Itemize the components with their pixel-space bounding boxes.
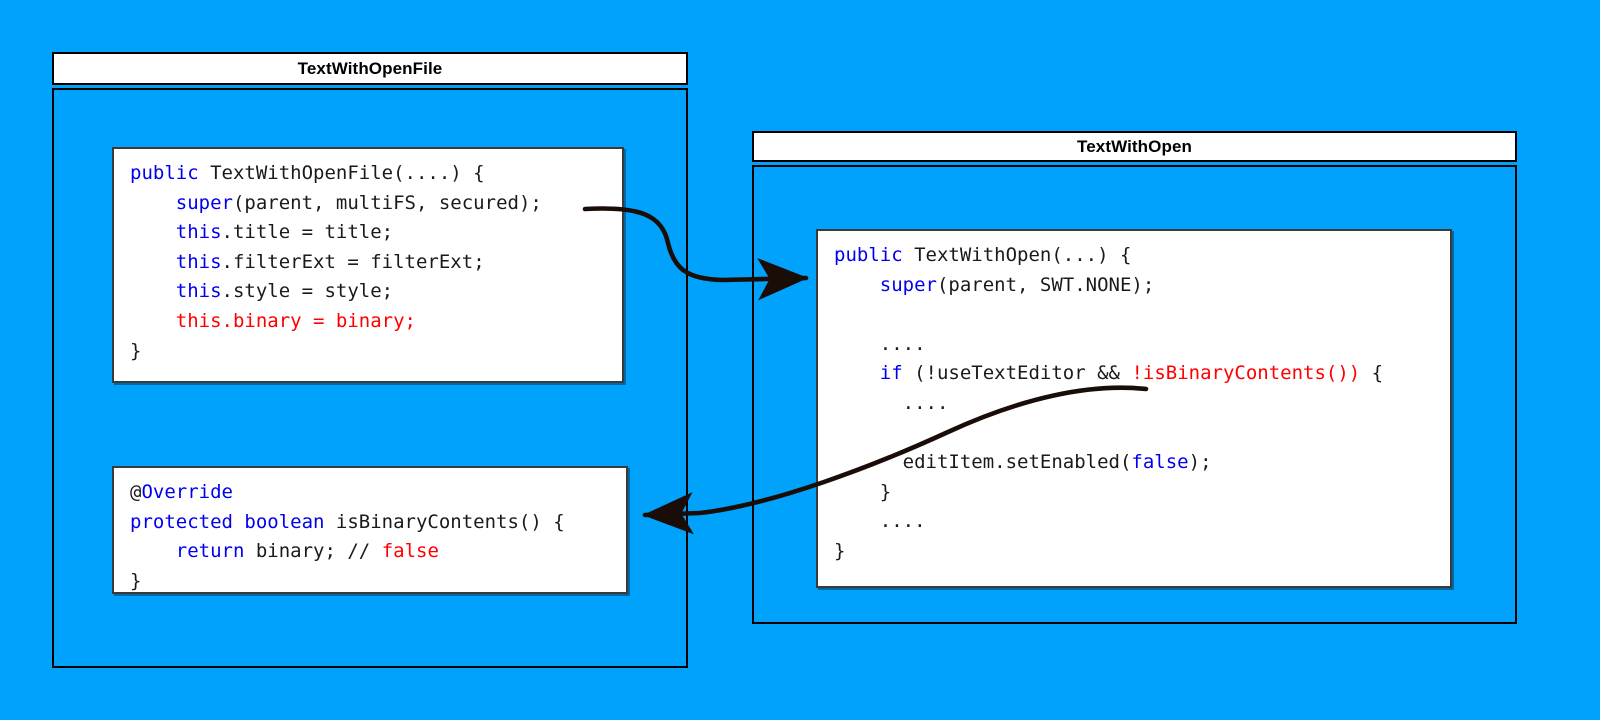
code-token: .title = title; [221,221,394,244]
code-token [130,192,176,214]
code-line: } [130,337,608,367]
class-title-text-with-open: TextWithOpen [752,131,1517,162]
code-token: } [130,569,142,592]
code-token: false [381,540,439,563]
code-line: this.style = style; [130,277,608,307]
code-token: public [834,244,903,266]
code-line: this.title = title; [130,218,608,248]
code-token: false [1131,451,1189,474]
code-token: } [130,339,142,362]
class-title-text-with-open-file: TextWithOpenFile [52,52,688,85]
code-token [834,274,880,296]
code-token: (parent, multiFS, secured); [232,191,542,214]
code-token: super [879,273,937,296]
code-line: this.filterExt = filterExt; [130,248,608,278]
code-block-constructor-text-with-open: public TextWithOpen(...) { super(parent,… [816,229,1452,588]
code-line: } [130,567,612,592]
code-token: (!useTextEditor && [902,362,1132,385]
code-token: Override [141,481,233,503]
code-token: this [175,250,222,273]
code-line: super(parent, SWT.NONE); [834,271,1436,301]
code-token: ); [1188,451,1212,474]
code-token: super [175,191,233,214]
code-token [130,221,176,243]
code-line: .... [834,330,1436,360]
code-token: } [834,480,892,503]
code-line: return binary; // false [130,537,612,567]
code-line [834,419,1436,449]
code-token [130,251,176,273]
code-token: @ [130,481,142,503]
code-token: TextWithOpenFile(....) { [198,162,485,184]
code-token: .... [834,332,926,355]
code-token: (parent, SWT.NONE); [936,273,1155,296]
code-line: } [834,478,1436,508]
code-token: .style = style; [221,280,394,303]
code-token: isBinaryContents() { [324,510,565,533]
code-token: binary; // [244,540,382,563]
code-token: this [175,280,222,303]
code-line: if (!useTextEditor && !isBinaryContents(… [834,359,1436,389]
code-token [130,540,176,562]
code-line [834,300,1436,330]
code-token: this [175,221,222,244]
code-token: public [130,162,199,184]
code-line: super(parent, multiFS, secured); [130,189,608,219]
code-line: editItem.setEnabled(false); [834,448,1436,478]
code-token: .filterExt = filterExt; [221,250,485,273]
code-token [130,280,176,302]
code-line: .... [834,389,1436,419]
code-token: } [834,539,846,562]
code-line: this.binary = binary; [130,307,608,337]
code-token: return [175,540,245,563]
code-line: @Override [130,478,612,508]
code-token: .... [834,391,949,414]
code-token: .... [834,510,926,533]
code-line: } [834,537,1436,567]
code-token: if [879,362,903,385]
code-token: TextWithOpen(...) { [902,244,1132,266]
code-block-constructor-text-with-open-file: public TextWithOpenFile(....) { super(pa… [112,147,624,383]
code-line: public TextWithOpenFile(....) { [130,159,608,189]
code-line: .... [834,507,1436,537]
code-token: { [1360,362,1384,385]
code-line: public TextWithOpen(...) { [834,241,1436,271]
code-token: protected boolean [130,510,325,533]
code-token [130,310,176,332]
code-token: !isBinaryContents()) [1131,362,1361,385]
code-token: this.binary = binary; [175,309,416,332]
code-token: editItem.setEnabled( [834,451,1132,474]
code-token [834,362,880,384]
code-line: protected boolean isBinaryContents() { [130,508,612,538]
